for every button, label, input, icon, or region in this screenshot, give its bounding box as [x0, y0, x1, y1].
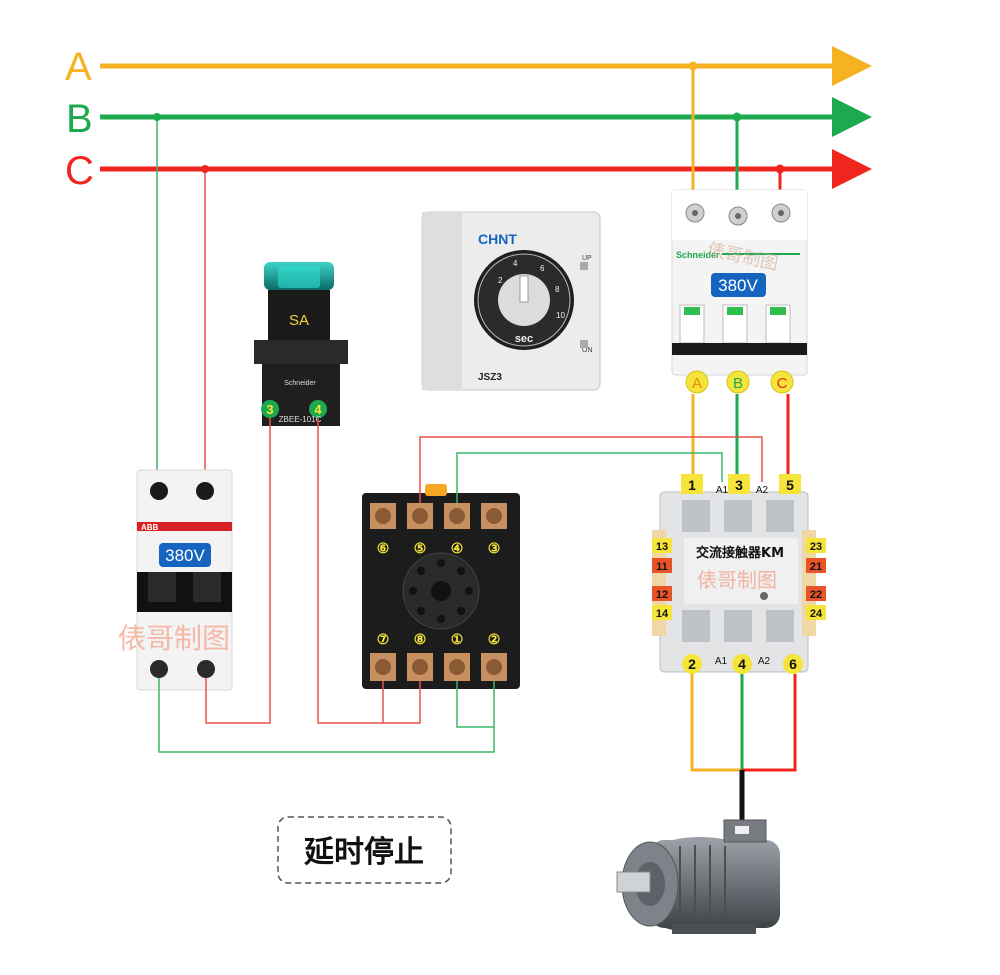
svg-text:21: 21: [810, 561, 822, 573]
selector-terminal-4: [309, 400, 327, 418]
phase-a-label: A: [65, 45, 92, 89]
phase-c-label: C: [65, 149, 94, 193]
control-wires: [158, 418, 763, 753]
socket-terminal-5: ⑤: [414, 540, 427, 556]
socket-terminal-6: ⑥: [377, 540, 390, 556]
motor-wires: [690, 674, 797, 836]
socket-terminal-3: ③: [488, 540, 501, 556]
timer-relay: CHNT 2 4 6 8 10 sec UP ON JSZ3: [421, 211, 601, 391]
contactor-terminal-5: 5: [786, 477, 794, 493]
motor: [616, 819, 780, 934]
socket-terminal-4: ④: [451, 540, 464, 556]
socket-terminal-2: ②: [488, 631, 501, 647]
selector-switch: SA Schneider 3 4 ZBEE-101C: [254, 262, 348, 426]
svg-text:11: 11: [656, 561, 668, 573]
svg-text:14: 14: [656, 608, 669, 620]
svg-text:22: 22: [810, 589, 822, 601]
timer-model: JSZ3: [478, 372, 502, 383]
main-breaker-terminal-c: [770, 370, 794, 394]
main-breaker-terminal-a: [685, 370, 709, 394]
svg-text:6: 6: [540, 264, 545, 273]
selector-label: SA: [289, 312, 309, 329]
svg-text:23: 23: [810, 541, 822, 553]
selector-model: ZBEE-101C: [279, 415, 322, 424]
timer-brand: CHNT: [478, 231, 517, 247]
svg-text:10: 10: [556, 311, 565, 320]
contactor-terminal-3: 3: [735, 477, 743, 493]
svg-text:8: 8: [555, 285, 560, 294]
svg-text:12: 12: [656, 589, 668, 601]
svg-text:B: B: [733, 375, 743, 392]
contactor: 交流接触器KM 1 3 5 2 4 6 A1 A2 A1 A2 13 11: [652, 474, 826, 674]
contactor-terminal-4: 4: [738, 656, 746, 672]
control-breaker-brand: ABB: [141, 523, 159, 532]
svg-text:3: 3: [266, 402, 273, 417]
watermark-contactor: 俵哥制图: [697, 568, 777, 592]
phase-b-label: B: [66, 97, 93, 141]
contactor-coil-a1-top: A1: [716, 485, 729, 496]
contactor-coil-a2-top: A2: [756, 485, 769, 496]
svg-text:4: 4: [314, 402, 322, 417]
main-to-contactor-wires: [691, 394, 790, 475]
contactor-terminal-6: 6: [789, 656, 797, 672]
svg-text:C: C: [777, 375, 788, 392]
main-breaker-voltage: 380V: [718, 276, 758, 295]
socket-terminal-7: ⑦: [377, 631, 390, 647]
contactor-terminal-1: 1: [688, 477, 696, 493]
control-circuit-breaker: ABB 380V: [136, 469, 233, 691]
svg-text:13: 13: [656, 541, 668, 553]
socket-terminal-8: ⑧: [414, 631, 427, 647]
control-breaker-feed-wires: [153, 113, 209, 487]
main-breaker-brand: Schneider: [676, 250, 720, 260]
contactor-coil-a2-bottom: A2: [758, 656, 771, 667]
svg-text:2: 2: [498, 276, 503, 285]
contactor-label: 交流接触器KM: [696, 545, 784, 561]
socket-terminal-1: ①: [451, 631, 464, 647]
control-breaker-voltage: 380V: [165, 546, 205, 565]
watermark-left: 俵哥制图: [118, 622, 230, 655]
selector-terminal-3: [261, 400, 279, 418]
title-box: 延时停止: [277, 816, 452, 884]
svg-text:4: 4: [513, 259, 518, 268]
relay-socket: ⑥ ⑤ ④ ③ ⑦ ⑧ ① ②: [362, 484, 520, 689]
main-breaker-terminal-b: [726, 370, 750, 394]
svg-text:A: A: [692, 375, 702, 392]
contactor-coil-a1-bottom: A1: [715, 656, 728, 667]
timer-on: ON: [582, 347, 593, 354]
svg-text:24: 24: [810, 608, 823, 620]
selector-brand: Schneider: [284, 380, 316, 387]
contactor-terminal-2: 2: [688, 656, 696, 672]
timer-unit: sec: [515, 333, 533, 345]
title-text: 延时停止: [303, 835, 424, 870]
timer-up: UP: [582, 255, 592, 262]
main-circuit-breaker: Schneider 380V A B C: [671, 189, 808, 394]
